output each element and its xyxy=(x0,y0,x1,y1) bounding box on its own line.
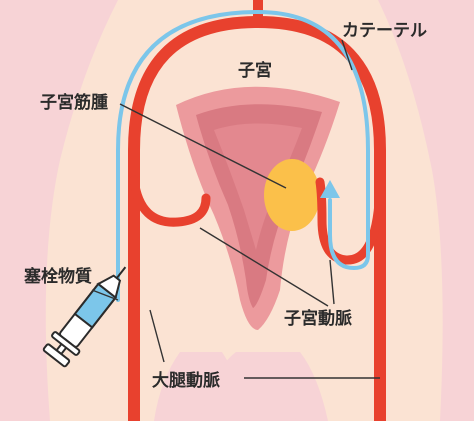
fibroid xyxy=(264,159,320,231)
label-uterus: 子宮 xyxy=(238,60,272,81)
label-uterine-artery: 子宮動脈 xyxy=(284,308,352,329)
label-femoral-artery: 大腿動脈 xyxy=(152,370,220,391)
label-catheter: カテーテル xyxy=(342,21,427,41)
label-embolic-material: 塞栓物質 xyxy=(24,266,92,287)
label-fibroid: 子宮筋腫 xyxy=(40,92,108,113)
